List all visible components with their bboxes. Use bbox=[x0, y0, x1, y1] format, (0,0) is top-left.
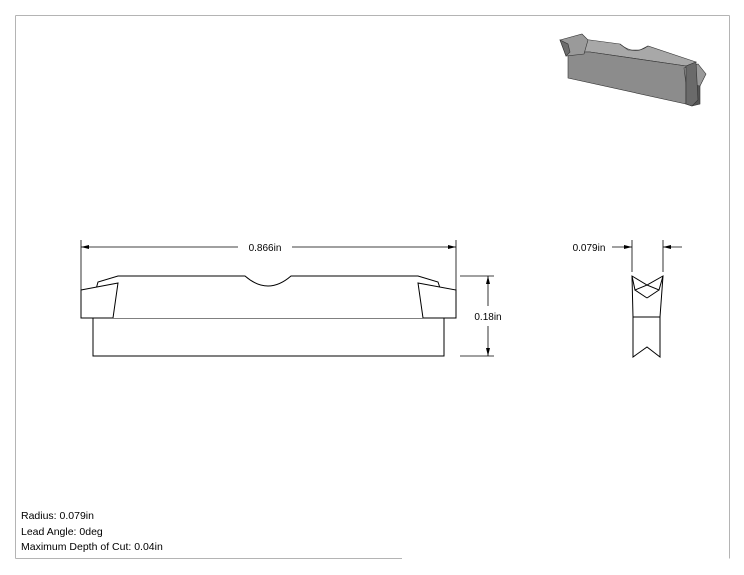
note-radius: Radius: 0.079in bbox=[21, 510, 94, 522]
insert-top-profile bbox=[92, 275, 445, 318]
sheet-border bbox=[15, 15, 730, 559]
dim-width-label: 0.079in bbox=[573, 243, 606, 254]
side-view bbox=[631, 275, 664, 359]
isometric-view bbox=[559, 33, 707, 107]
insert-body bbox=[92, 317, 445, 357]
left-cutting-tip bbox=[80, 282, 119, 319]
note-max-depth-of-cut: Maximum Depth of Cut: 0.04in bbox=[21, 541, 163, 553]
specification-notes: Radius: 0.079in Lead Angle: 0deg Maximum… bbox=[21, 509, 163, 556]
right-cutting-tip bbox=[417, 282, 457, 319]
dim-height-label: 0.18in bbox=[474, 312, 501, 323]
dimension-length bbox=[80, 240, 457, 290]
dimension-width bbox=[612, 240, 682, 272]
note-lead-angle: Lead Angle: 0deg bbox=[21, 525, 103, 538]
dim-length-label: 0.866in bbox=[249, 243, 282, 254]
dimension-height bbox=[460, 275, 494, 357]
front-view bbox=[80, 275, 457, 357]
